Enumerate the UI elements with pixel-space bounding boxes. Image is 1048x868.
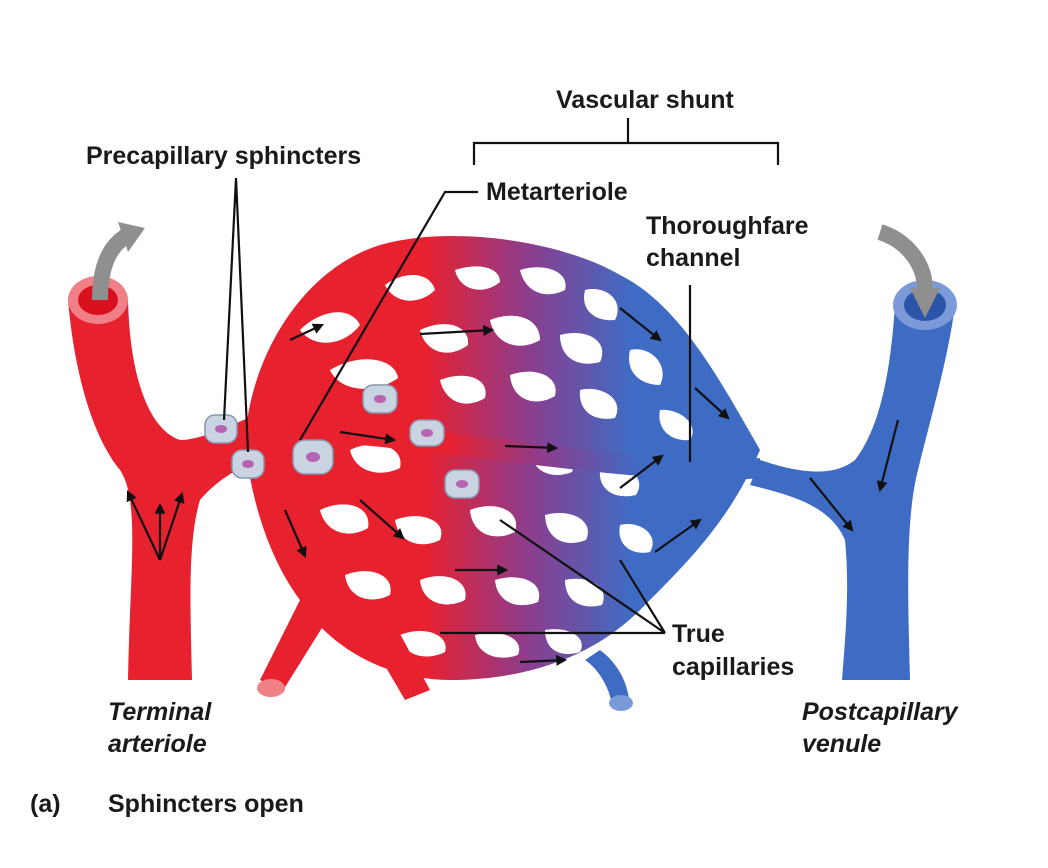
label-thoroughfare-channel-line2: channel (646, 244, 740, 272)
arrow-icon (126, 490, 161, 561)
arrow-icon (419, 324, 495, 336)
sphincter (444, 469, 480, 499)
curved-arrow-icon (877, 224, 933, 291)
sphincter (362, 384, 398, 414)
arrow-icon (339, 430, 397, 445)
arrow-icon (619, 307, 662, 342)
label-terminal-arteriole-line2: arteriole (108, 730, 207, 758)
label-vascular-shunt: Vascular shunt (556, 86, 735, 114)
arrow-icon (694, 387, 730, 420)
arrow-icon (619, 454, 664, 489)
arrow-icon (359, 499, 405, 540)
label-true-capillaries-line1: True (672, 620, 725, 648)
postcapillary-venule (750, 280, 957, 680)
label-terminal-arteriole-line1: Terminal (108, 698, 212, 726)
label-true-capillaries-line2: capillaries (672, 653, 794, 681)
sphincter (292, 439, 334, 475)
label-postcapillary-venule-line1: Postcapillary (802, 698, 959, 726)
label-postcapillary-venule-line2: venule (802, 730, 881, 758)
label-precapillary-sphincters: Precapillary sphincters (86, 142, 361, 170)
branch-vessels (257, 600, 633, 711)
arrow-icon (158, 491, 185, 561)
arrow-icon (654, 518, 702, 553)
sphincter (409, 419, 445, 447)
curved-arrow-icon (92, 228, 133, 301)
sphincter (204, 414, 238, 444)
arrow-icon (289, 323, 324, 341)
leader-lines (222, 118, 780, 635)
caption-title: Sphincters open (108, 790, 304, 818)
vascular-shunt-bracket (472, 118, 780, 165)
caption-part: (a) (30, 790, 61, 818)
label-metarteriole: Metarteriole (486, 178, 628, 206)
label-thoroughfare-channel-line1: Thoroughfare (646, 212, 809, 240)
flow-arrows (126, 307, 900, 666)
bulk-flow-arrows (92, 222, 940, 318)
arrow-icon (283, 509, 307, 559)
arrow-icon (809, 477, 854, 532)
precapillary-sphincter-group (204, 384, 480, 499)
arrow-icon (519, 654, 568, 666)
arrow-icon (876, 419, 900, 493)
sphincter (231, 449, 265, 479)
arrow-icon (504, 442, 559, 454)
